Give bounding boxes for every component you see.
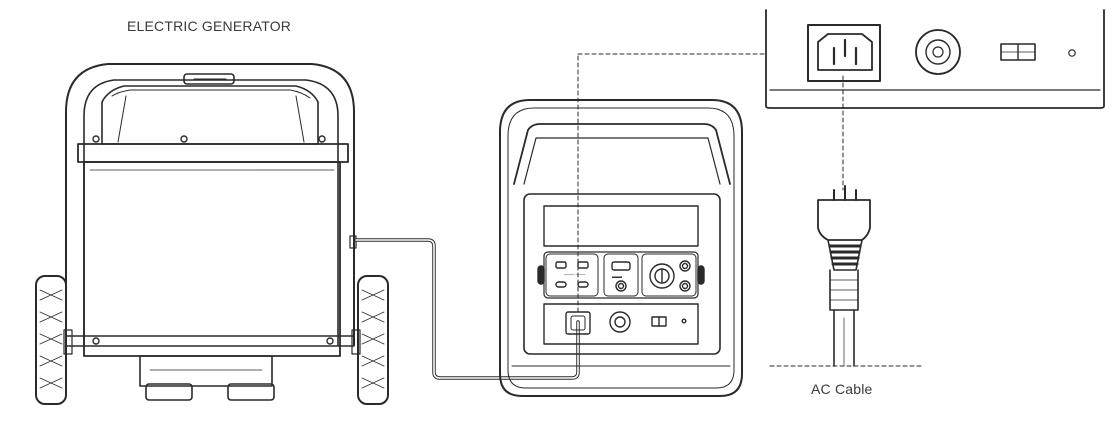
callout-lines [577,53,923,367]
ac-input-panel-detail [765,9,1105,109]
generator-label: ELECTRIC GENERATOR [127,18,292,34]
ac-cable-label: AC Cable [811,381,873,397]
svg-text:▬▬: ▬▬ [612,274,622,280]
ac-plug-icon [817,185,871,367]
portable-power-station-icon: —— —— ▬▬ [499,99,743,397]
electric-generator-icon [35,63,389,405]
svg-text:—— ——: —— —— [564,272,585,278]
ac-input-port-icon [807,24,881,82]
